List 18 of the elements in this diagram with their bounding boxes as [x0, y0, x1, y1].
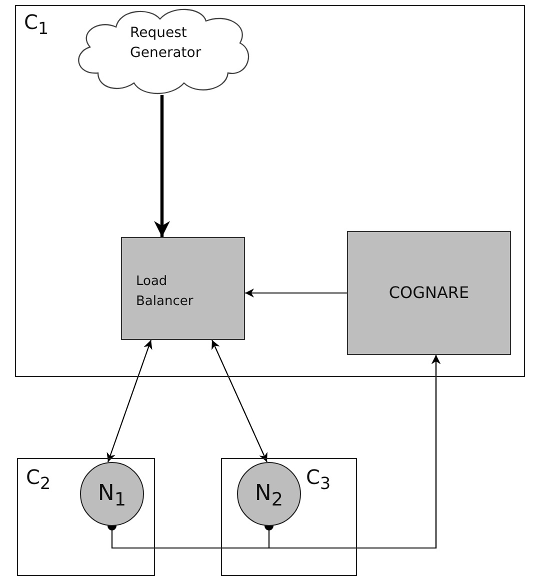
node-label: COGNARE	[388, 283, 470, 302]
arrow	[154, 95, 170, 237]
container-label: C$_{2}$	[26, 465, 51, 493]
process-box	[347, 231, 511, 355]
container-label: C$_{1}$	[24, 10, 49, 38]
container-label: C$_{3}$	[306, 465, 331, 493]
arrow	[245, 288, 347, 298]
node-label: Load Balancer	[136, 273, 194, 311]
arrow	[212, 340, 268, 462]
node-label: N$_{1}$	[96, 481, 128, 510]
container-box	[221, 458, 357, 576]
arrow	[268, 355, 440, 549]
container-box	[15, 5, 525, 377]
node-label: N$_{2}$	[254, 481, 284, 510]
container-box	[17, 458, 155, 576]
node-label: Request Generator	[130, 24, 202, 63]
arrow	[106, 340, 152, 462]
process-box	[121, 237, 245, 340]
